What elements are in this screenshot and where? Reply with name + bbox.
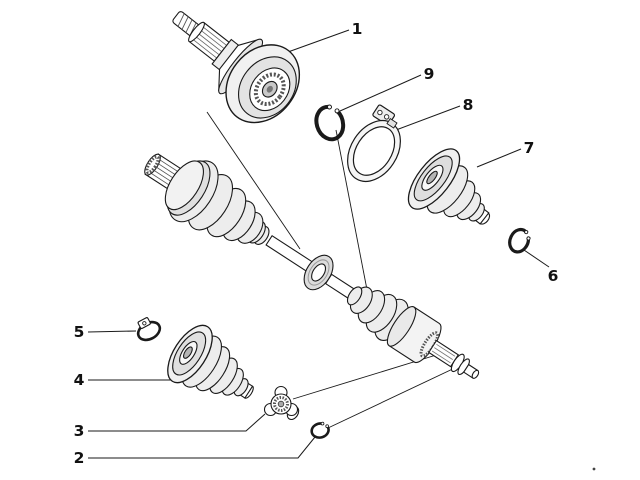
stub-spline-lines xyxy=(431,343,456,364)
callout-label-4: 4 xyxy=(74,371,85,389)
callout-label-8: 8 xyxy=(463,96,474,114)
thread-lines xyxy=(177,13,197,36)
part-9-snap-ring xyxy=(314,104,346,142)
clamp-band-inner xyxy=(352,126,396,176)
clamp-tab xyxy=(386,118,398,129)
ring-open-loop xyxy=(508,227,531,254)
leader-line-5 xyxy=(87,330,137,333)
part-4-inner-boot xyxy=(167,324,254,399)
main-shaft-assembly xyxy=(144,153,480,379)
tripod-bore xyxy=(277,400,285,408)
spline-lines xyxy=(150,159,180,187)
leader-line-8 xyxy=(395,105,461,131)
leader-line-2 xyxy=(88,436,316,459)
callout-label-5: 5 xyxy=(74,323,85,341)
inner-stub-shaft xyxy=(428,339,480,379)
ring-ear xyxy=(334,108,340,114)
callout-label-6: 6 xyxy=(548,267,559,285)
spline-lines xyxy=(192,26,227,59)
boot-ridge xyxy=(443,180,476,218)
clamp-screw xyxy=(377,109,383,116)
callout-label-9: 9 xyxy=(424,65,435,83)
callout-labels: 1 9 8 7 6 5 4 3 2 xyxy=(74,20,559,467)
alignment-line xyxy=(327,365,460,429)
inner-joint-housing xyxy=(386,306,442,364)
callout-label-3: 3 xyxy=(74,422,85,440)
clamp-screw xyxy=(383,114,390,120)
center-damper-ring xyxy=(303,254,334,291)
part-6-circlip xyxy=(508,227,531,254)
callout-label-2: 2 xyxy=(74,449,85,467)
part-2-retaining-ring xyxy=(310,421,330,439)
outer-boot-on-shaft xyxy=(164,160,270,245)
ring-ear xyxy=(325,424,329,428)
leader-line-3 xyxy=(88,413,266,432)
part-3-tripod-joint xyxy=(263,385,300,421)
clamp-screw xyxy=(142,321,147,326)
shaft-middle xyxy=(265,234,314,272)
hub-center xyxy=(266,85,273,93)
ring-open-loop xyxy=(314,104,346,142)
ring-ear xyxy=(326,104,332,110)
part-1-outer-cv-joint xyxy=(172,11,301,124)
leader-line-9 xyxy=(339,74,422,112)
ring-ear xyxy=(526,236,531,241)
part-7-outer-boot xyxy=(407,148,491,225)
leader-lines xyxy=(87,29,550,459)
leader-line-6 xyxy=(523,249,550,268)
leader-line-7 xyxy=(476,148,522,168)
ring-open-loop xyxy=(310,422,330,439)
part-8-boot-clamp xyxy=(347,104,401,182)
leader-line-1 xyxy=(287,29,350,53)
ring-ear xyxy=(320,421,325,426)
bore-splines xyxy=(253,72,286,107)
alignment-lines xyxy=(206,111,460,429)
collar xyxy=(211,38,240,71)
alignment-line xyxy=(206,111,301,250)
spline-end-teeth xyxy=(145,155,160,175)
boot-ridge xyxy=(187,174,234,231)
callout-label-1: 1 xyxy=(352,20,363,38)
part-5-boot-clamp-small xyxy=(136,317,162,342)
tripod-bore-splines xyxy=(273,396,289,412)
alignment-line xyxy=(335,129,370,301)
callout-label-7: 7 xyxy=(524,139,535,157)
ring-ear xyxy=(524,230,529,235)
page-mark-dot xyxy=(592,467,596,471)
